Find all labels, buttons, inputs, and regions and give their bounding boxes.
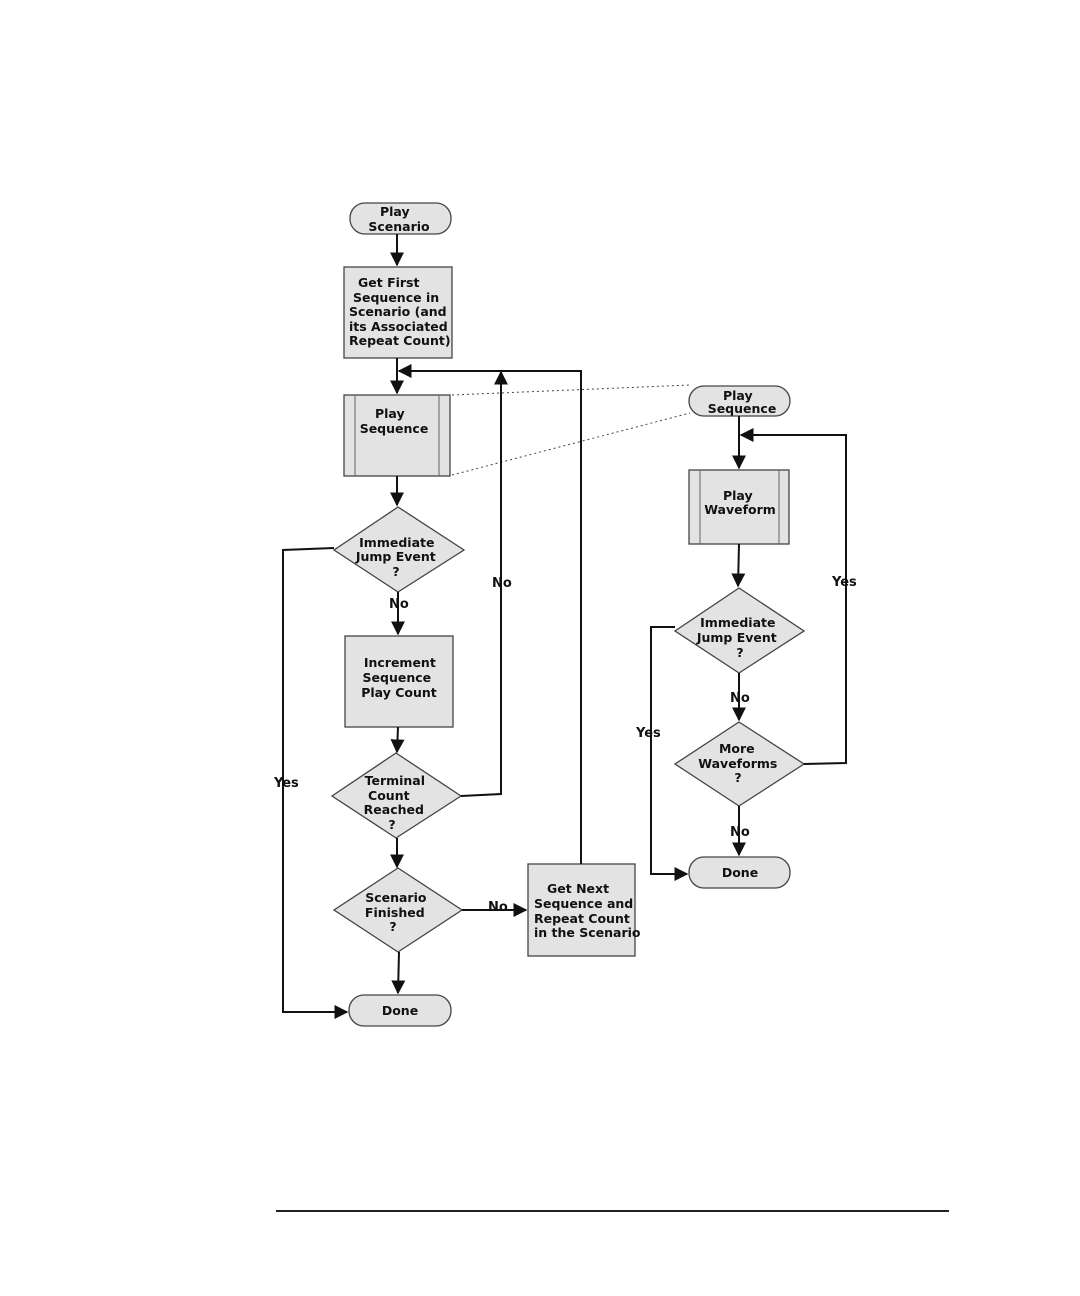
sub-play-waveform-node: Play Waveform	[688, 469, 790, 545]
main-scenario-finished-decision: Scenario Finished ?	[332, 867, 464, 953]
svg-text:Play Sequence: Play Sequence	[708, 388, 777, 416]
svg-text:Done: Done	[722, 865, 758, 880]
main-immediate-jump-decision: Immediate Jump Event ?	[332, 506, 466, 593]
sub-connectors	[650, 416, 847, 881]
svg-text:Scenario Finished: Scenario Finished ?	[365, 890, 431, 934]
sub-done-node: Done	[688, 856, 791, 889]
main-done-node: Done	[348, 994, 452, 1027]
page-footer-rule	[276, 1210, 949, 1212]
expansion-line-bottom	[451, 412, 691, 476]
sub-more-waveforms-decision: More Waveforms ?	[673, 721, 806, 807]
sub-jump-yes-label: Yes	[635, 726, 661, 741]
main-get-next-sequence-node: Get Next Sequence and Repeat Count in th…	[527, 863, 641, 957]
main-connectors	[282, 234, 582, 1019]
svg-text:Terminal Count Rea: Terminal Count Reached ?	[364, 773, 430, 832]
sub-more-yes-label: Yes	[831, 575, 857, 590]
main-finished-no-label: No	[488, 900, 508, 915]
svg-text:Increment Sequence: Increment Sequence Play Count	[361, 655, 440, 700]
svg-text:Immediate Jump Event: Immediate Jump Event ?	[355, 535, 440, 579]
main-jump-yes-label: Yes	[273, 776, 299, 791]
sub-play-sequence-node: Play Sequence	[688, 385, 791, 417]
sub-more-no-label: No	[730, 825, 750, 840]
svg-text:Get First Sequence in: Get First Sequence in Scenario (and its …	[349, 275, 452, 348]
main-jump-no-label: No	[389, 597, 409, 612]
main-increment-play-count-node: Increment Sequence Play Count	[344, 635, 454, 728]
svg-text:Play Waveform: Play Waveform	[704, 488, 776, 517]
sub-immediate-jump-decision: Immediate Jump Event ?	[673, 587, 806, 674]
svg-text:Play Sequence: Play Sequence	[360, 406, 429, 436]
expansion-line-top	[451, 384, 691, 396]
svg-text:Immediate Jump Event: Immediate Jump Event ?	[696, 615, 781, 660]
svg-text:More Waveforms ?: More Waveforms ?	[698, 741, 781, 785]
main-terminal-no-label: No	[492, 576, 512, 591]
svg-text:Get Next Sequence and: Get Next Sequence and Repeat Count in th…	[534, 881, 641, 940]
sub-jump-no-label: No	[730, 691, 750, 706]
main-play-scenario-node: Play Scenario	[349, 202, 452, 235]
svg-text:Done: Done	[382, 1003, 418, 1018]
main-play-sequence-node: Play Sequence	[343, 394, 451, 477]
main-get-first-sequence-node: Get First Sequence in Scenario (and its …	[343, 266, 453, 359]
main-terminal-count-decision: Terminal Count Reached ?	[330, 752, 463, 839]
svg-text:Play Scenario: Play Scenario	[368, 204, 430, 234]
